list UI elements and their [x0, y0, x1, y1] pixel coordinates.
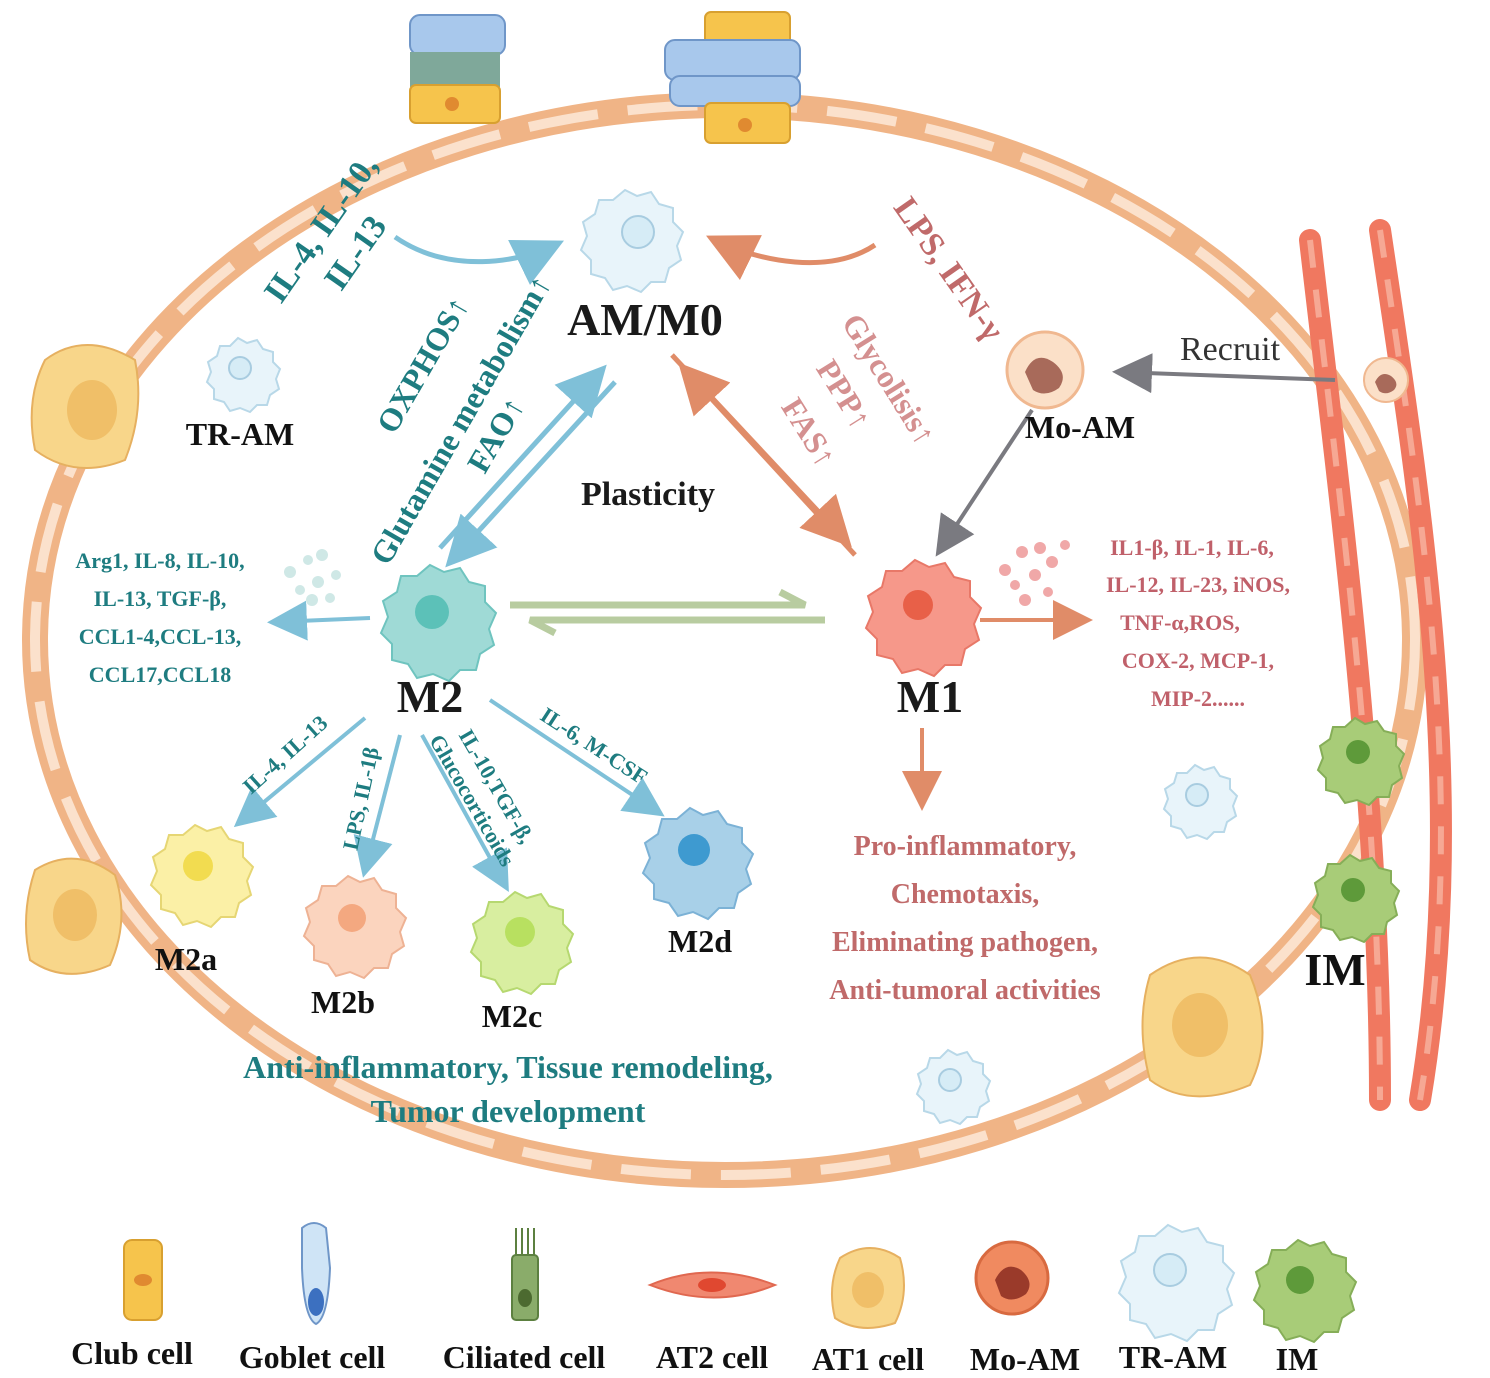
m2a-label: M2a — [155, 941, 217, 977]
svg-text:MIP-2......: MIP-2...... — [1151, 686, 1245, 711]
m2b-cell — [302, 874, 408, 980]
legend-im-icon — [1252, 1238, 1358, 1344]
m2c-label: M2c — [482, 998, 542, 1034]
svg-text:TNF-α,ROS,: TNF-α,ROS, — [1120, 610, 1240, 635]
arrow-m2-secretion — [267, 600, 371, 641]
legend-tr-am-icon — [1117, 1223, 1236, 1343]
arrows-m1-am-bidirectional — [670, 353, 857, 557]
am-m0-cell — [579, 188, 685, 294]
tr-am-cell-bottom — [915, 1048, 992, 1126]
svg-text:Tumor development: Tumor development — [371, 1093, 646, 1129]
svg-text:COX-2, MCP-1,: COX-2, MCP-1, — [1122, 648, 1274, 673]
svg-text:LPS, IFN-γ: LPS, IFN-γ — [886, 191, 1011, 348]
legend-at2-cell-label: AT2 cell — [656, 1339, 768, 1375]
m1-secretion-dots — [999, 540, 1070, 606]
legend-at1-cell-label: AT1 cell — [812, 1341, 924, 1377]
svg-text:IL-6, M-CSF: IL-6, M-CSF — [536, 702, 652, 790]
m1-label: M1 — [897, 671, 963, 722]
svg-text:Anti-tumoral activities: Anti-tumoral activities — [829, 975, 1100, 1006]
m1-cell — [864, 558, 983, 678]
legend-im-label: IM — [1276, 1341, 1319, 1377]
m2-cell — [379, 563, 498, 683]
arrows-m2-am-bidirectional — [438, 364, 617, 568]
airway-epithelium-right — [664, 11, 801, 144]
svg-text:LPS, IL-1β: LPS, IL-1β — [338, 745, 384, 852]
im-cell-lower — [1311, 853, 1401, 944]
m2-secretion-dots — [284, 549, 341, 606]
svg-text:Pro-inflammatory,: Pro-inflammatory, — [854, 831, 1077, 862]
legend-at1-cell-icon — [830, 1247, 905, 1329]
tr-am-label: TR-AM — [186, 416, 294, 452]
m1-inducer-label: LPS, IFN-γ — [886, 191, 1011, 348]
m2c-cell — [469, 890, 575, 996]
svg-text:Anti-inflammatory, Tissue remo: Anti-inflammatory, Tissue remodeling, — [243, 1049, 773, 1085]
arrow-recruit — [1112, 353, 1336, 394]
arrow-il4-to-am — [393, 234, 564, 285]
m2-secretion-list: Arg1, IL-8, IL-10, IL-13, TGF-β, CCL1-4,… — [75, 548, 244, 687]
svg-text:IL-12, IL-23, iNOS,: IL-12, IL-23, iNOS, — [1106, 572, 1290, 597]
at2-cell-lower-right — [1141, 956, 1264, 1098]
legend-tr-am-label: TR-AM — [1119, 1339, 1227, 1375]
mo-am-vessel-cell — [1363, 357, 1409, 403]
m2b-inducer-label: LPS, IL-1β — [338, 745, 384, 852]
m2a-cell — [149, 823, 255, 929]
arrows-m2-m1-bidirectional — [510, 588, 825, 637]
plasticity-label: Plasticity — [581, 476, 715, 513]
recruit-label: Recruit — [1180, 331, 1281, 368]
m1-secretion-list: IL1-β, IL-1, IL-6, IL-12, IL-23, iNOS, T… — [1106, 535, 1290, 711]
m2d-label: M2d — [668, 923, 732, 959]
mo-am-label: Mo-AM — [1025, 409, 1135, 445]
arrow-lps-to-am — [706, 235, 877, 281]
legend-at2-cell-icon — [647, 1271, 778, 1299]
svg-text:Chemotaxis,: Chemotaxis, — [891, 879, 1040, 910]
legend-club-cell-icon — [123, 1239, 163, 1321]
im-label: IM — [1304, 944, 1365, 995]
am-m0-label: AM/M0 — [567, 294, 723, 345]
m2d-inducer-label: IL-6, M-CSF — [536, 702, 652, 790]
legend-ciliated-cell-icon — [511, 1228, 539, 1321]
svg-text:IL-13, TGF-β,: IL-13, TGF-β, — [94, 586, 227, 611]
blood-vessel — [1299, 219, 1452, 1111]
legend-club-cell-label: Club cell — [71, 1335, 193, 1371]
arrow-mo-am-to-m1 — [935, 408, 1034, 557]
legend-goblet-cell-label: Goblet cell — [239, 1339, 386, 1375]
at2-cell-upper-left — [30, 344, 140, 469]
mo-am-cell — [1005, 330, 1085, 410]
m2-functions: Anti-inflammatory, Tissue remodeling, Tu… — [243, 1049, 773, 1129]
tr-am-cell-right — [1162, 763, 1239, 841]
svg-text:CCL1-4,CCL-13,: CCL1-4,CCL-13, — [79, 624, 242, 649]
arrows-m2-subtypes — [233, 698, 665, 892]
tr-am-cell — [205, 336, 282, 414]
legend-mo-am-label: Mo-AM — [970, 1341, 1080, 1377]
svg-text:Eliminating pathogen,: Eliminating pathogen, — [832, 927, 1098, 958]
svg-text:CCL17,CCL18: CCL17,CCL18 — [89, 662, 231, 687]
m1-functions: Pro-inflammatory, Chemotaxis, Eliminatin… — [829, 831, 1100, 1006]
m2-label: M2 — [397, 671, 463, 722]
m2b-label: M2b — [311, 984, 375, 1020]
legend-mo-am-icon — [974, 1240, 1050, 1316]
legend-ciliated-cell-label: Ciliated cell — [443, 1339, 606, 1375]
m2d-cell — [641, 806, 755, 921]
at2-cell-lower-left — [25, 857, 123, 975]
svg-text:Arg1, IL-8, IL-10,: Arg1, IL-8, IL-10, — [75, 548, 244, 573]
airway-epithelium-left — [409, 14, 506, 124]
svg-text:IL1-β, IL-1, IL-6,: IL1-β, IL-1, IL-6, — [1110, 535, 1274, 560]
legend-goblet-cell-icon — [301, 1222, 332, 1326]
im-cell-upper — [1316, 716, 1406, 807]
legend: Club cell Goblet cell Ciliated cell AT2 … — [71, 1222, 1358, 1377]
